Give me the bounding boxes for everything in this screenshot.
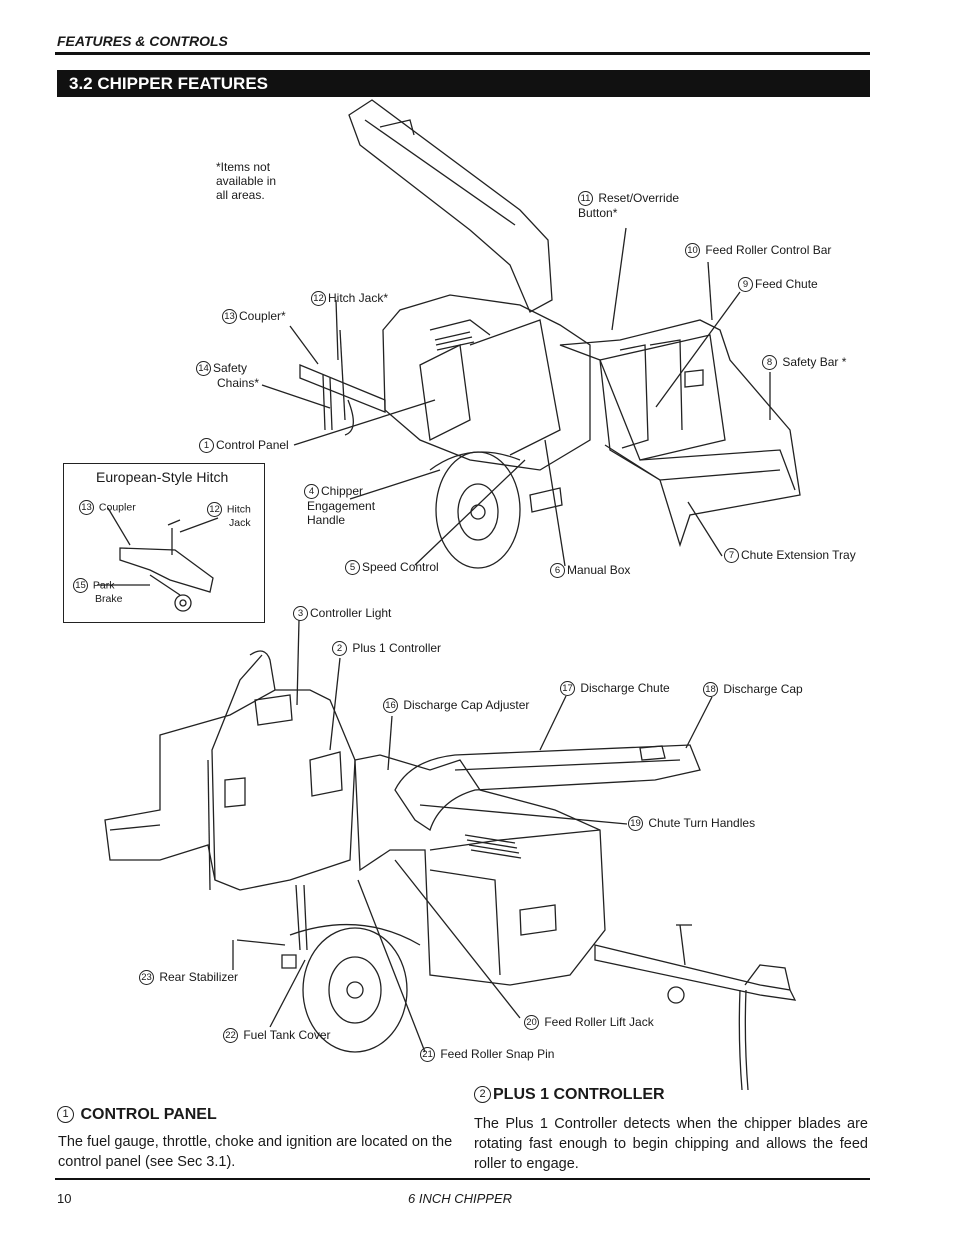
control-panel-body: The fuel gauge, throttle, choke and igni…	[58, 1134, 453, 1170]
callout-rear-stabilizer: 23 Rear Stabilizer	[139, 970, 238, 986]
section-title: 3.2 CHIPPER FEATURES	[57, 70, 870, 97]
callout-chute-turn-handles: 19 Chute Turn Handles	[628, 816, 755, 832]
footer-title: 6 INCH CHIPPER	[408, 1191, 513, 1206]
callout-feed-roller-lift-jack: 20 Feed Roller Lift Jack	[524, 1015, 654, 1031]
control-panel-heading: 1 CONTROL PANEL	[57, 1106, 217, 1124]
inset-callout-coupler: 13 Coupler	[79, 500, 136, 515]
callout-discharge-cap: 18 Discharge Cap	[703, 682, 803, 698]
footer-rule	[55, 1178, 870, 1180]
callout-safety-bar: 8 Safety Bar *	[762, 355, 846, 371]
header-rule	[55, 52, 870, 55]
callout-fuel-tank-cover: 22 Fuel Tank Cover	[223, 1028, 331, 1044]
callout-plus-1-controller: 2 Plus 1 Controller	[332, 641, 441, 657]
callout-discharge-cap-adjuster: 16 Discharge Cap Adjuster	[383, 698, 529, 714]
callout-feed-roller-control-bar: 10 Feed Roller Control Bar	[685, 243, 831, 259]
european-hitch-title: European-Style Hitch	[96, 469, 229, 485]
page-number: 10	[57, 1191, 72, 1206]
callout-discharge-chute: 17 Discharge Chute	[560, 681, 670, 697]
european-hitch-inset	[63, 463, 265, 623]
running-header: FEATURES & CONTROLS	[57, 33, 228, 49]
plus-1-controller-body: The Plus 1 Controller detects when the c…	[474, 1116, 868, 1172]
callout-feed-roller-snap-pin: 21 Feed Roller Snap Pin	[420, 1047, 554, 1063]
